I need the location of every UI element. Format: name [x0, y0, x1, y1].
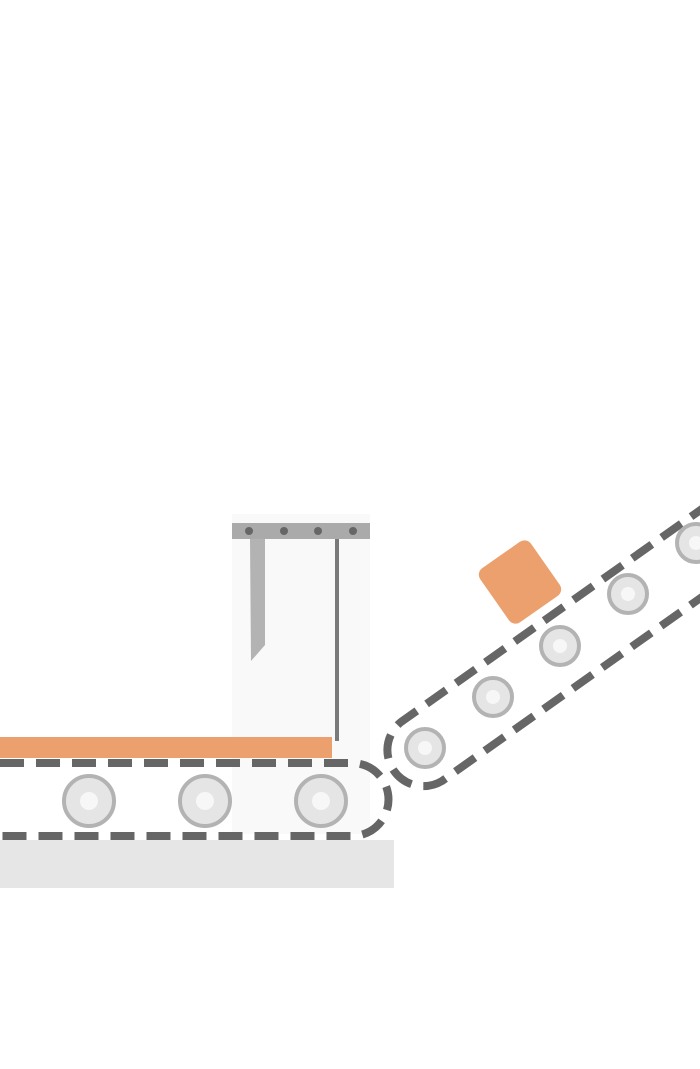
inclined-conveyor-belt: [383, 505, 700, 791]
roller-icon: [539, 625, 581, 667]
cutting-machine: [232, 514, 370, 834]
roller-icon: [62, 774, 116, 828]
package-icon: [478, 540, 562, 624]
roller-icon: [472, 676, 514, 718]
machine-top-bar: [232, 523, 370, 539]
roller-icon: [178, 774, 232, 828]
bolt: [314, 527, 322, 535]
guide-rod: [335, 539, 339, 741]
roller-icon: [294, 774, 348, 828]
horizontal-conveyor-belt: [0, 759, 393, 840]
cutter-blade-icon: [250, 539, 265, 661]
roller-icon: [404, 727, 446, 769]
bolt: [280, 527, 288, 535]
bolt: [349, 527, 357, 535]
roller-icon: [675, 522, 700, 564]
bolt: [245, 527, 253, 535]
roller-icon: [607, 573, 649, 615]
base-plate: [0, 840, 394, 888]
material-sheet: [0, 737, 332, 758]
